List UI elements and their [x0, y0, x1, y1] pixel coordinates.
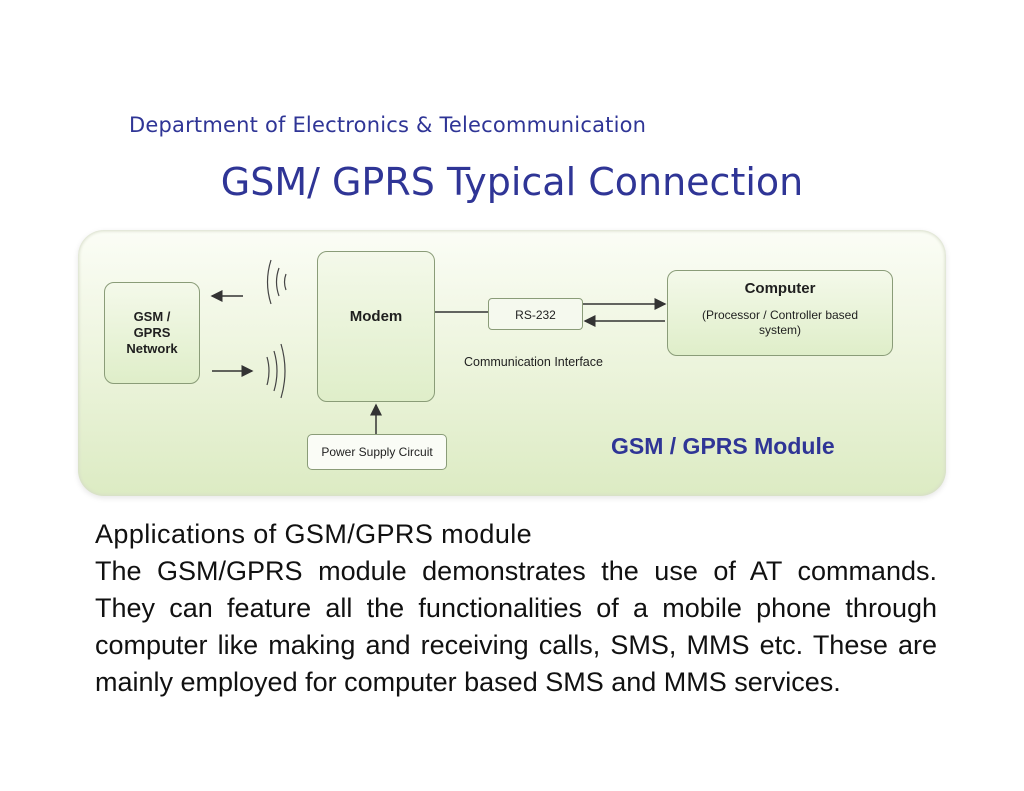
connection-diagram: GSM / GPRS Network Modem RS-232 Computer… — [78, 230, 946, 496]
applications-title: Applications of GSM/GPRS module — [95, 519, 533, 549]
rs232-label: RS-232 — [515, 308, 556, 322]
department-heading: Department of Electronics & Telecommunic… — [129, 113, 647, 137]
modem-box: Modem — [317, 251, 435, 402]
rs232-box: RS-232 — [488, 298, 583, 330]
module-label: GSM / GPRS Module — [611, 433, 835, 459]
radio-wave-upper-icon — [266, 259, 287, 305]
gsm-network-box: GSM / GPRS Network — [104, 282, 200, 384]
computer-subtitle: (Processor / Controller based system) — [701, 308, 859, 337]
diagram-connectors — [210, 259, 667, 434]
modem-label: Modem — [349, 308, 403, 325]
radio-wave-lower-icon — [266, 343, 286, 399]
computer-box: Computer (Processor / Controller based s… — [667, 270, 893, 356]
applications-section: Applications of GSM/GPRS module The GSM/… — [95, 516, 937, 701]
communication-interface-label: Communication Interface — [464, 355, 603, 369]
power-supply-label: Power Supply Circuit — [321, 445, 433, 459]
slide-title: GSM/ GPRS Typical Connection — [220, 160, 804, 204]
applications-body: The GSM/GPRS module demonstrates the use… — [95, 556, 937, 697]
computer-title: Computer — [744, 280, 816, 297]
power-supply-box: Power Supply Circuit — [307, 434, 447, 470]
